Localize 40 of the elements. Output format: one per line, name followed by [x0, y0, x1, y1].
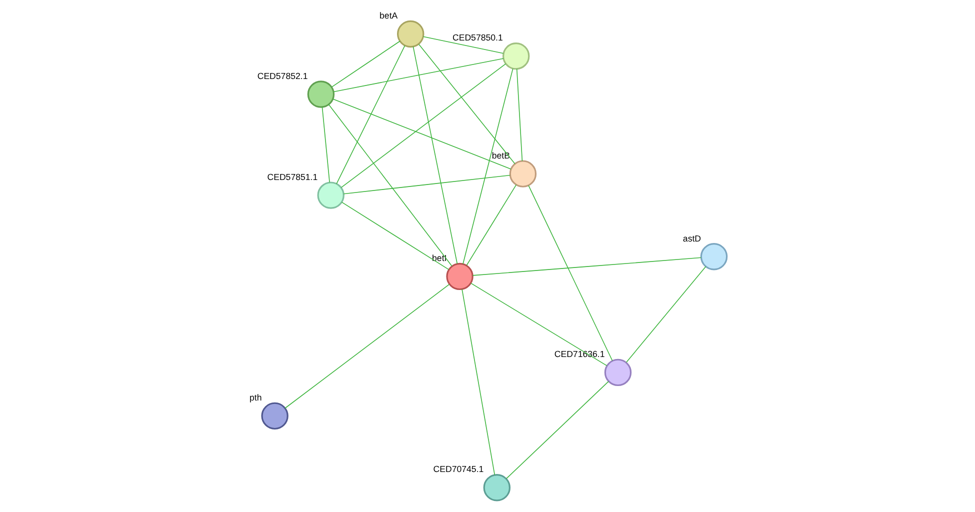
node-circle [316, 182, 344, 209]
node-label: betA [379, 10, 398, 21]
node-label: CED57851.1 [266, 172, 318, 182]
node-label: CED70745.1 [432, 464, 484, 474]
connector [336, 45, 405, 184]
connector [528, 185, 612, 361]
node-label: astD [682, 233, 701, 244]
node-label: betB [491, 150, 510, 160]
connector [418, 44, 515, 164]
connector [506, 381, 608, 479]
connector [462, 68, 513, 264]
node-circle [396, 20, 424, 48]
connector [472, 257, 701, 276]
connector [328, 104, 452, 267]
connector [626, 266, 706, 363]
connector [412, 46, 458, 264]
connector [340, 202, 449, 270]
connector [466, 184, 516, 266]
node-circle [482, 474, 510, 502]
node-circle [446, 262, 473, 290]
connector [340, 63, 506, 188]
connector [342, 174, 510, 194]
node-circle [604, 358, 632, 386]
connector [321, 106, 330, 183]
connector [332, 58, 504, 92]
connector [284, 284, 450, 409]
node-label: CED57850.1 [452, 32, 502, 43]
node-circle [508, 160, 536, 188]
connector [461, 288, 495, 476]
connector [332, 98, 511, 170]
node-label: CED57852.1 [256, 70, 308, 81]
node-circle [700, 243, 728, 270]
node-label: pth [248, 392, 262, 403]
connector [330, 40, 400, 88]
node-circle [502, 42, 530, 70]
node-circle [306, 80, 334, 108]
connector [422, 36, 504, 54]
node-circle [260, 402, 288, 430]
connector [470, 282, 607, 366]
connector [516, 68, 522, 162]
